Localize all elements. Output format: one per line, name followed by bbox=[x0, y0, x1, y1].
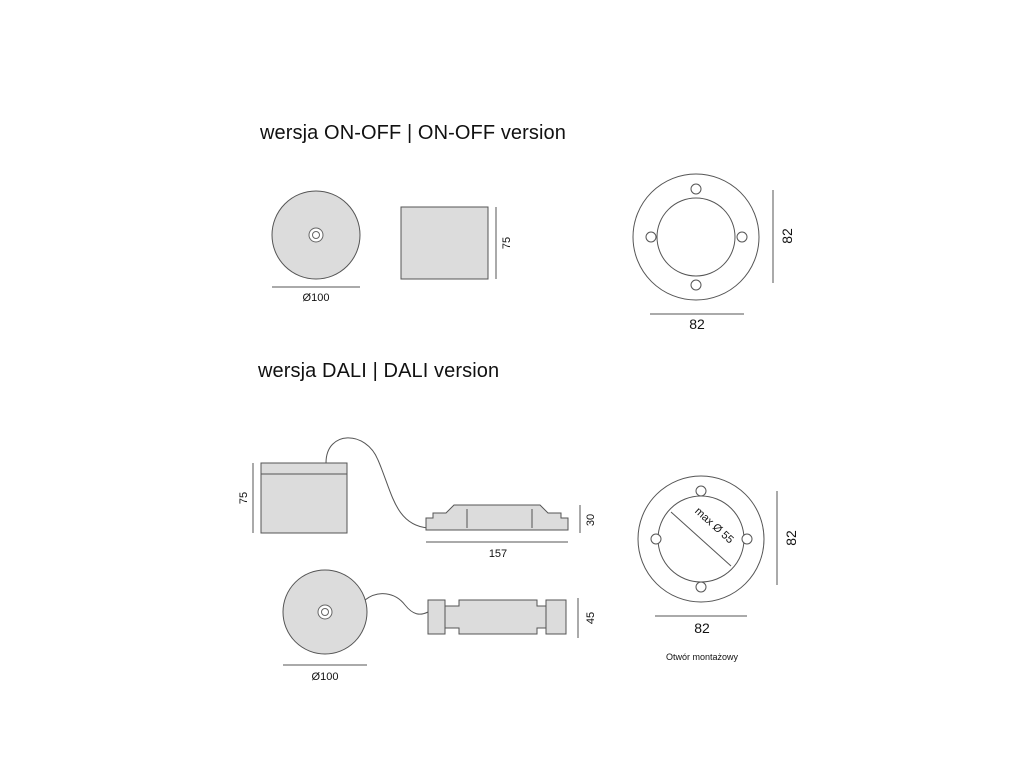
dali-driver-width-label: 45 bbox=[585, 612, 597, 624]
dali-lamp-side bbox=[260, 462, 348, 534]
onoff-screw-hole-left bbox=[645, 231, 657, 243]
dali-hole-width-label: 82 bbox=[694, 620, 710, 636]
mounting-hole-note: Otwór montażowy bbox=[666, 652, 739, 662]
dali-driver-side bbox=[425, 504, 569, 531]
dali-side-view: 75 157 30 bbox=[238, 437, 597, 560]
dali-diameter-label: Ø100 bbox=[312, 671, 339, 683]
dali-section-title: wersja DALI | DALI version bbox=[258, 360, 500, 382]
dali-driver-length-label: 157 bbox=[489, 548, 507, 560]
onoff-hole-height-label: 82 bbox=[779, 228, 795, 244]
dali-top-cable bbox=[364, 593, 429, 615]
onoff-top-view: Ø100 bbox=[271, 190, 361, 304]
dali-driver-height-label: 30 bbox=[585, 514, 597, 526]
dali-screw-hole-left bbox=[650, 533, 662, 545]
dali-lamp-lens-inner bbox=[321, 608, 329, 616]
dali-cable bbox=[325, 437, 429, 529]
onoff-screw-hole-bottom bbox=[690, 279, 702, 291]
onoff-diameter-label: Ø100 bbox=[303, 292, 330, 304]
onoff-side-view: 75 bbox=[400, 206, 513, 280]
onoff-hole-width-label: 82 bbox=[689, 316, 705, 332]
onoff-section-title: wersja ON-OFF | ON-OFF version bbox=[260, 122, 566, 144]
onoff-lamp-side bbox=[400, 206, 489, 280]
onoff-lamp-lens-inner bbox=[312, 231, 320, 239]
onoff-ring-inner bbox=[656, 197, 736, 277]
dali-driver-top bbox=[427, 599, 567, 635]
onoff-lamp-lens bbox=[308, 227, 324, 243]
dali-hole-height-label: 82 bbox=[783, 530, 799, 546]
dali-screw-hole-bottom bbox=[695, 581, 707, 593]
dali-top-view: 45 Ø100 bbox=[282, 569, 597, 683]
dali-max-diameter-line bbox=[670, 511, 732, 567]
onoff-screw-hole-top bbox=[690, 183, 702, 195]
dali-height-label: 75 bbox=[238, 492, 250, 504]
onoff-mounting-ring: 82 82 bbox=[632, 173, 795, 332]
dali-screw-hole-right bbox=[741, 533, 753, 545]
onoff-screw-hole-right bbox=[736, 231, 748, 243]
onoff-height-label: 75 bbox=[501, 237, 513, 249]
dali-mounting-ring: max Ø 55 82 82 Otwór montażowy bbox=[637, 475, 799, 662]
dali-screw-hole-top bbox=[695, 485, 707, 497]
dali-lamp-lens bbox=[317, 604, 333, 620]
